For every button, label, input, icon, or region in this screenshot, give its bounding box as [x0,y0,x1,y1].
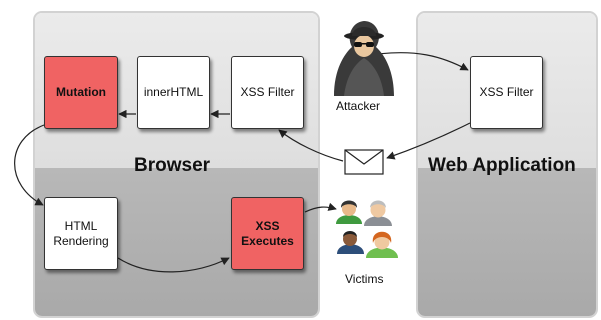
arrow-web-filter-to-envelope [386,122,471,160]
innerhtml-box: innerHTML [137,56,210,129]
arrow-executes-to-victims [304,202,337,213]
arrow-mutation-to-rendering [14,124,45,206]
xss-executes-line1: XSS [255,218,280,233]
web-xss-filter-label: XSS Filter [479,85,534,99]
mutation-box: Mutation [44,56,118,129]
arrow-rendering-to-executes [117,257,230,273]
browser-panel [33,11,320,318]
html-rendering-line1: HTML [64,218,98,233]
browser-title: Browser [134,155,211,176]
browser-xss-filter-label: XSS Filter [240,85,295,99]
innerhtml-label: innerHTML [143,85,204,99]
web-application-title: Web Application [428,155,576,176]
xss-executes-line2: Executes [241,233,294,248]
mutation-label: Mutation [56,85,106,99]
arrow-attacker-to-web-filter [377,52,469,71]
victims-label: Victims [345,272,384,286]
attacker-label: Attacker [336,99,381,113]
web-application-panel-lower [418,168,596,316]
browser-xss-filter-box: XSS Filter [231,56,304,129]
arrow-envelope-to-browser-filter [278,129,344,162]
html-rendering-box: HTML Rendering [44,197,118,270]
xss-executes-box: XSS Executes [231,197,304,270]
html-rendering-line2: Rendering [53,233,109,248]
web-xss-filter-box: XSS Filter [470,56,543,129]
